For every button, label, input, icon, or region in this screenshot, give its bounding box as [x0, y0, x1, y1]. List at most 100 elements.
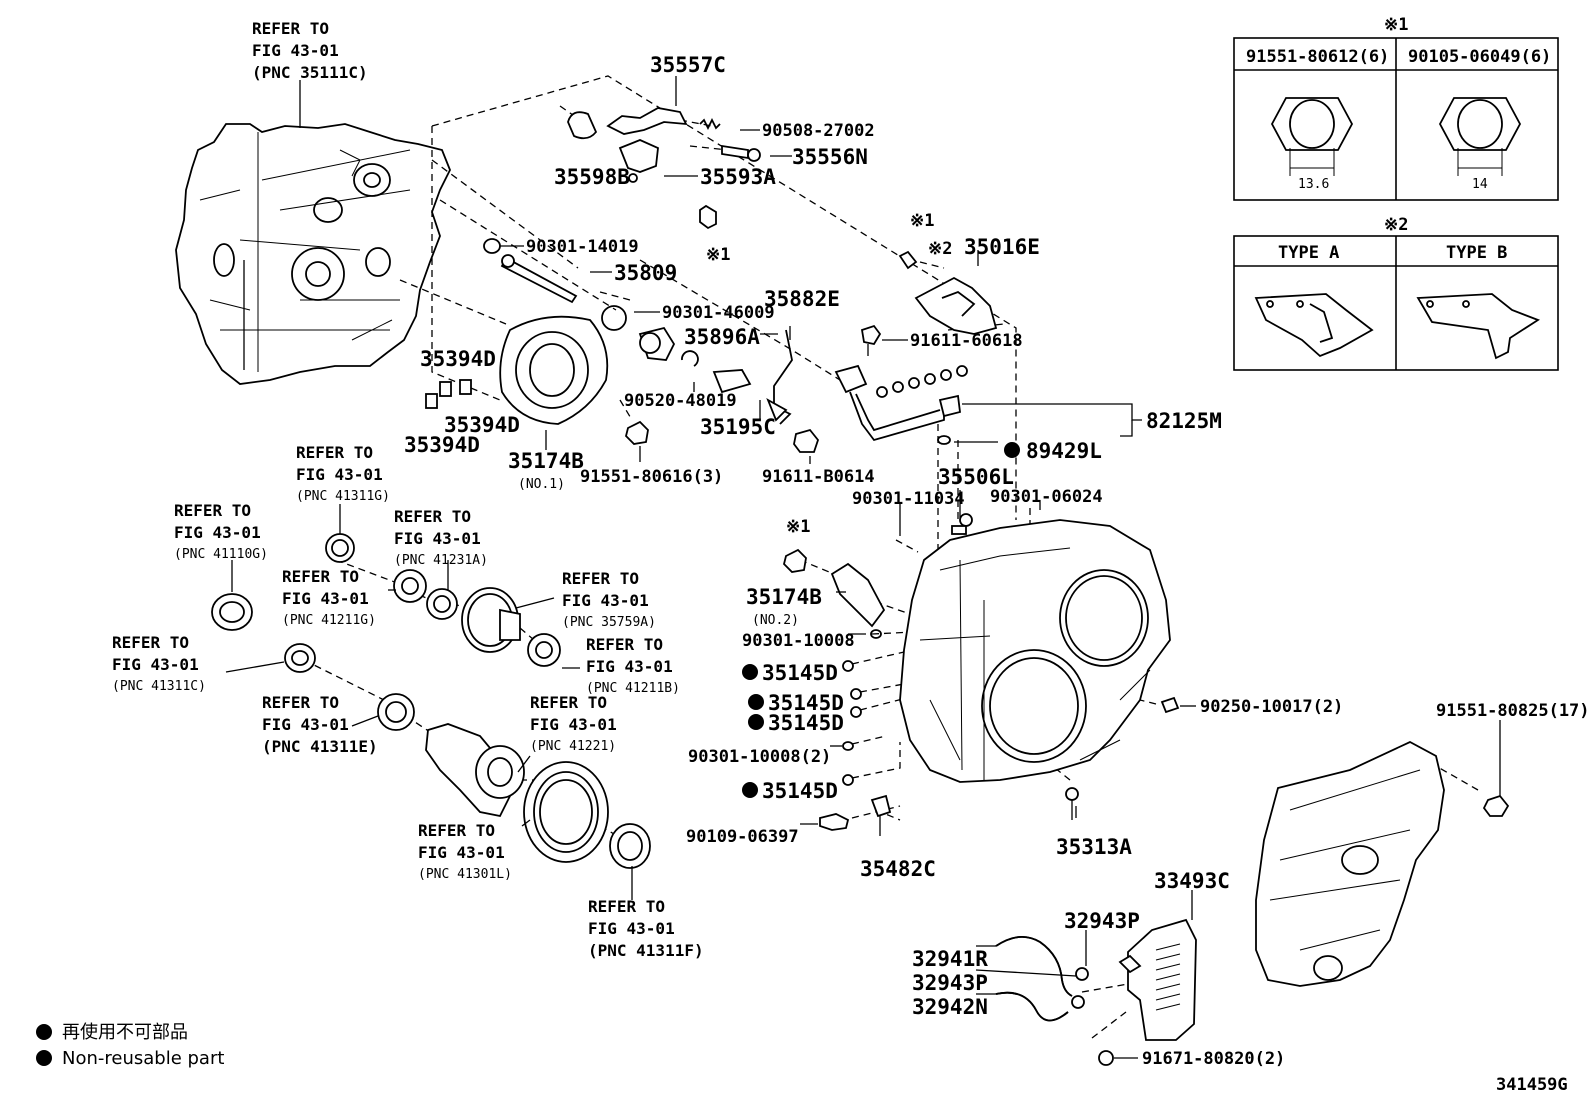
- part-32943p-b: 32943P: [912, 971, 988, 995]
- table1-dim2: 14: [1472, 177, 1488, 192]
- part-35809: 35809: [614, 261, 677, 285]
- part-35195c: 35195C: [700, 415, 776, 439]
- note-2-combo: ※2: [928, 239, 952, 259]
- non-reusable-marker-35145d-c: [748, 714, 764, 730]
- part-90520-48019: 90520-48019: [624, 391, 737, 411]
- ref-41311e-line1: REFER TO: [262, 693, 339, 712]
- ref-35759a-line3: (PNC 35759A): [562, 615, 656, 630]
- ref-41311f-line2: FIG 43-01: [588, 919, 675, 938]
- ref-35111c-line2: FIG 43-01: [252, 41, 339, 60]
- note-1-upper: ※1: [910, 211, 934, 231]
- ref-41211b-line3: (PNC 41211B): [586, 681, 680, 696]
- ref-41110g-line1: REFER TO: [174, 501, 251, 520]
- legend-marker-jp: [36, 1024, 52, 1040]
- part-90301-06024: 90301-06024: [990, 487, 1103, 507]
- part-32942n: 32942N: [912, 995, 988, 1019]
- part-35556n: 35556N: [792, 145, 868, 169]
- part-90301-46009: 90301-46009: [662, 303, 775, 323]
- legend-text-jp: 再使用不可部品: [62, 1022, 188, 1043]
- part-91551-80616: 91551-80616(3): [580, 467, 723, 487]
- part-35145d-a: 35145D: [762, 661, 838, 685]
- part-90250-10017: 90250-10017(2): [1200, 697, 1343, 717]
- part-35145d-b: 35145D: [768, 691, 844, 715]
- part-35598b: 35598B: [554, 165, 630, 189]
- ref-41211b-line1: REFER TO: [586, 635, 663, 654]
- part-91611-b0614: 91611-B0614: [762, 467, 875, 487]
- ref-41110g-line3: (PNC 41110G): [174, 547, 268, 562]
- note-1-top: ※1: [706, 245, 730, 265]
- part-91551-80825: 91551-80825(17): [1436, 701, 1590, 721]
- ref-41231a-line2: FIG 43-01: [394, 529, 481, 548]
- table1-col1: 91551-80612(6): [1246, 47, 1389, 67]
- ref-41311f-line3: (PNC 41311F): [588, 941, 704, 960]
- ref-41221-line3: (PNC 41221): [530, 739, 616, 754]
- part-35394d-b: 35394D: [444, 413, 520, 437]
- part-32941r: 32941R: [912, 947, 988, 971]
- table2-title: ※2: [1384, 215, 1408, 235]
- ref-41211g-line3: (PNC 41211G): [282, 613, 376, 628]
- table1-title: ※1: [1384, 15, 1408, 35]
- ref-41311c-line2: FIG 43-01: [112, 655, 199, 674]
- non-reusable-marker-35145d-b: [748, 694, 764, 710]
- ref-41311e-line2: FIG 43-01: [262, 715, 349, 734]
- part-35896a: 35896A: [684, 325, 760, 349]
- ref-35759a-line1: REFER TO: [562, 569, 639, 588]
- part-35394d-c: 35394D: [404, 433, 480, 457]
- figure-id: 341459G: [1496, 1075, 1568, 1095]
- part-35145d-c: 35145D: [768, 711, 844, 735]
- part-35174b-no1-note: (NO.1): [518, 477, 565, 492]
- part-35145d-d: 35145D: [762, 779, 838, 803]
- legend: 再使用不可部品 Non-reusable part: [36, 1022, 224, 1069]
- part-35593a: 35593A: [700, 165, 776, 189]
- ref-41311g-line2: FIG 43-01: [296, 465, 383, 484]
- detail-table-1: ※1 91551-80612(6) 90105-06049(6) 13.6 14: [1233, 15, 1559, 201]
- part-35482c: 35482C: [860, 857, 936, 881]
- small-parts-drawings: [425, 107, 820, 453]
- part-91671-80820: 91671-80820(2): [1142, 1049, 1285, 1069]
- label-leader-lines: [225, 76, 1501, 1059]
- ref-41231a-line3: (PNC 41231A): [394, 553, 488, 568]
- ref-41301l-line3: (PNC 41301L): [418, 867, 512, 882]
- transaxle-housing-drawing: [175, 123, 451, 385]
- part-35174b-no2: 35174B: [746, 585, 822, 609]
- legend-marker-en: [36, 1050, 52, 1066]
- solenoid-harness-drawing: [834, 250, 998, 445]
- ref-41231a-line1: REFER TO: [394, 507, 471, 526]
- ref-35111c-line3: (PNC 35111C): [252, 63, 368, 82]
- part-35882e: 35882E: [764, 287, 840, 311]
- part-number-labels: REFER TO FIG 43-01 (PNC 35111C) REFER TO…: [112, 19, 1590, 1069]
- ref-41311c-line3: (PNC 41311C): [112, 679, 206, 694]
- part-90301-11034: 90301-11034: [852, 489, 965, 509]
- part-35394d-a: 35394D: [420, 347, 496, 371]
- part-82125m: 82125M: [1146, 409, 1222, 433]
- ref-35759a-line2: FIG 43-01: [562, 591, 649, 610]
- bracket-type-a-illustration: [1254, 293, 1374, 358]
- table1-dim1: 13.6: [1298, 177, 1329, 192]
- note-1-case: ※1: [786, 517, 810, 537]
- part-90301-10008: 90301-10008: [742, 631, 855, 651]
- ref-41211g-line1: REFER TO: [282, 567, 359, 586]
- table1-col2: 90105-06049(6): [1408, 47, 1551, 67]
- ref-41211b-line2: FIG 43-01: [586, 657, 673, 676]
- legend-text-en: Non-reusable part: [62, 1048, 224, 1069]
- ref-41221-line1: REFER TO: [530, 693, 607, 712]
- gear-bearing-drawings: [211, 533, 651, 869]
- non-reusable-marker-89429l: [1004, 442, 1020, 458]
- part-35174b-no1: 35174B: [508, 449, 584, 473]
- part-90109-06397: 90109-06397: [686, 827, 799, 847]
- table2-col2: TYPE B: [1446, 243, 1507, 263]
- ref-41110g-line2: FIG 43-01: [174, 523, 261, 542]
- part-90508-27002: 90508-27002: [762, 121, 875, 141]
- non-reusable-marker-35145d-a: [742, 664, 758, 680]
- non-reusable-marker-35145d-d: [742, 782, 758, 798]
- ref-41311g-line3: (PNC 41311G): [296, 489, 390, 504]
- cooler-hose-drawings: [995, 740, 1510, 1066]
- part-90301-10008-2: 90301-10008(2): [688, 747, 831, 767]
- part-35313a: 35313A: [1056, 835, 1132, 859]
- part-33493c: 33493C: [1154, 869, 1230, 893]
- part-35174b-no2-note: (NO.2): [752, 613, 799, 628]
- detail-table-2: ※2 TYPE A TYPE B: [1233, 215, 1559, 371]
- ref-41311f-line1: REFER TO: [588, 897, 665, 916]
- ref-41311g-line1: REFER TO: [296, 443, 373, 462]
